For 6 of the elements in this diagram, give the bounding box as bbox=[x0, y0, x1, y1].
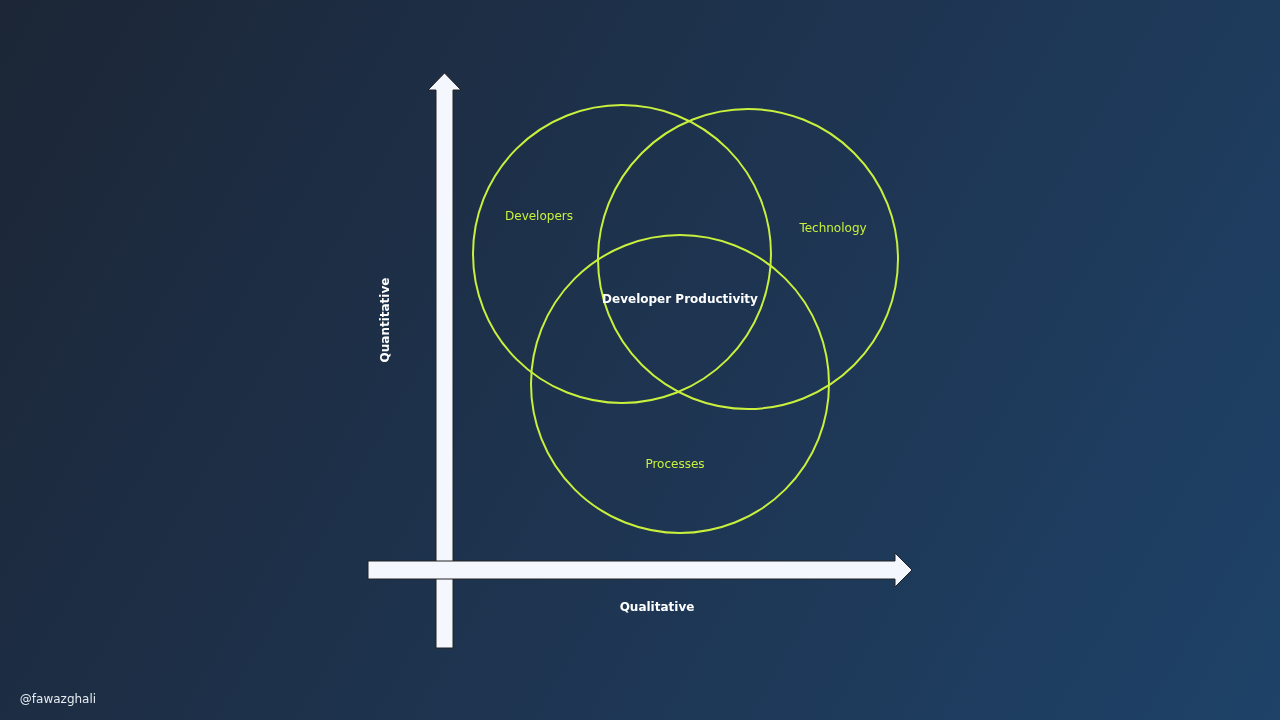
axis-label: Quantitative bbox=[378, 277, 392, 363]
circle-label: Technology bbox=[799, 221, 867, 235]
author-handle: @fawazghali bbox=[19, 692, 97, 706]
circle-label: Developers bbox=[505, 209, 573, 223]
circle-label: Processes bbox=[645, 457, 705, 471]
axis-label: Qualitative bbox=[619, 600, 695, 614]
